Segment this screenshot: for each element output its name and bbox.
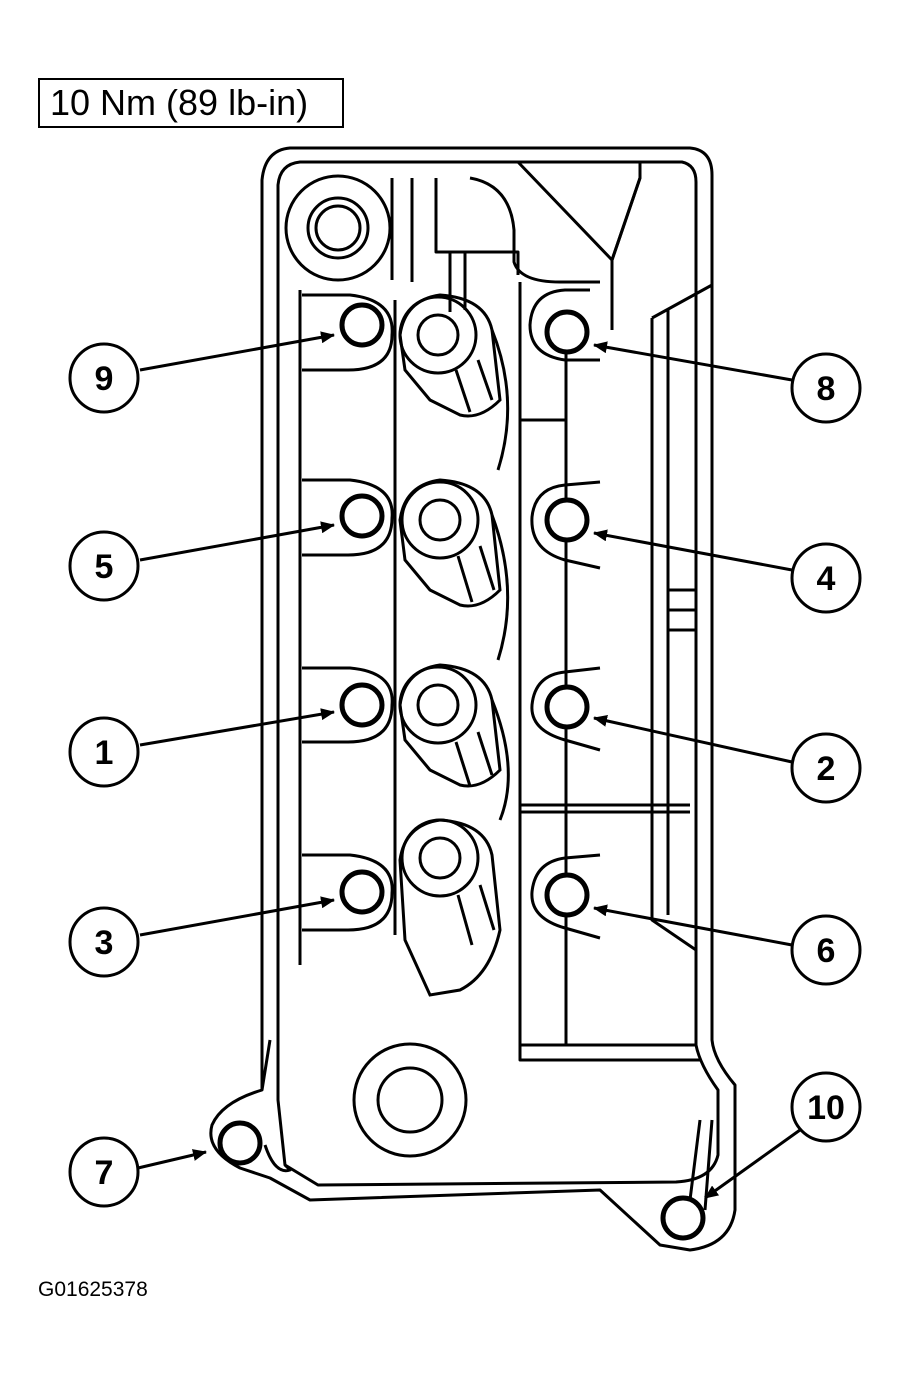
- bolt-bosses: [302, 288, 601, 940]
- callout-label-1: 1: [95, 734, 114, 772]
- arrow-1: [139, 708, 335, 747]
- callout-label-3: 3: [95, 924, 114, 962]
- torque-spec-label: 10 Nm (89 lb-in): [38, 78, 344, 128]
- callout-label-2: 2: [817, 750, 836, 788]
- callout-7: 7: [68, 1136, 140, 1208]
- callout-label-5: 5: [95, 548, 114, 586]
- pcv-boss-outer: [352, 1042, 468, 1158]
- bolt-head-1: [339, 682, 385, 728]
- callout-label-8: 8: [817, 370, 836, 408]
- bolt-heads: [217, 302, 706, 1241]
- leader-arrows: [137, 331, 801, 1200]
- bolt-head-7: [217, 1120, 263, 1166]
- bolt-head-6: [544, 872, 590, 918]
- callouts: 9 5 1 3 7 8 4: [68, 342, 862, 1208]
- callout-9: 9: [68, 342, 140, 414]
- bolt-head-5: [339, 493, 385, 539]
- cover-outer-outline: [209, 146, 737, 1252]
- arrow-10: [704, 1128, 801, 1200]
- arrow-6: [593, 904, 793, 947]
- bolt-head-3: [339, 869, 385, 915]
- oil-filler-inner: [314, 204, 362, 252]
- callout-6: 6: [790, 914, 862, 986]
- cover-inner-outline: [276, 160, 720, 1187]
- oil-filler-outer: [284, 174, 392, 282]
- bolt-head-9: [339, 302, 385, 348]
- figure-id: G01625378: [38, 1278, 148, 1301]
- coil-towers: [398, 293, 510, 997]
- arrow-2: [593, 714, 793, 764]
- callout-4: 4: [790, 542, 862, 614]
- bolt-head-10: [660, 1195, 706, 1241]
- arrow-5: [139, 521, 335, 562]
- pcv-boss-inner: [376, 1066, 444, 1134]
- oil-filler-mid: [306, 196, 370, 260]
- callout-2: 2: [790, 732, 862, 804]
- arrow-4: [593, 529, 793, 572]
- callout-3: 3: [68, 906, 140, 978]
- arrow-7: [137, 1149, 207, 1170]
- callout-label-6: 6: [817, 932, 836, 970]
- callout-label-4: 4: [817, 560, 836, 598]
- coil-tower-2: [398, 478, 502, 608]
- arrow-9: [139, 331, 335, 372]
- bolt-head-8: [544, 309, 590, 355]
- arrow-3: [139, 896, 335, 937]
- coil-tower-4: [398, 818, 502, 997]
- callout-8: 8: [790, 352, 862, 424]
- bolt-head-2: [544, 684, 590, 730]
- callout-5: 5: [68, 530, 140, 602]
- callout-1: 1: [68, 716, 140, 788]
- bolt-head-4: [544, 497, 590, 543]
- callout-10: 10: [790, 1071, 862, 1143]
- callout-label-10: 10: [807, 1089, 845, 1127]
- arrow-8: [593, 341, 793, 382]
- callout-label-9: 9: [95, 360, 114, 398]
- callout-label-7: 7: [95, 1154, 114, 1192]
- coil-tower-1: [398, 293, 502, 418]
- coil-tower-3: [398, 663, 502, 788]
